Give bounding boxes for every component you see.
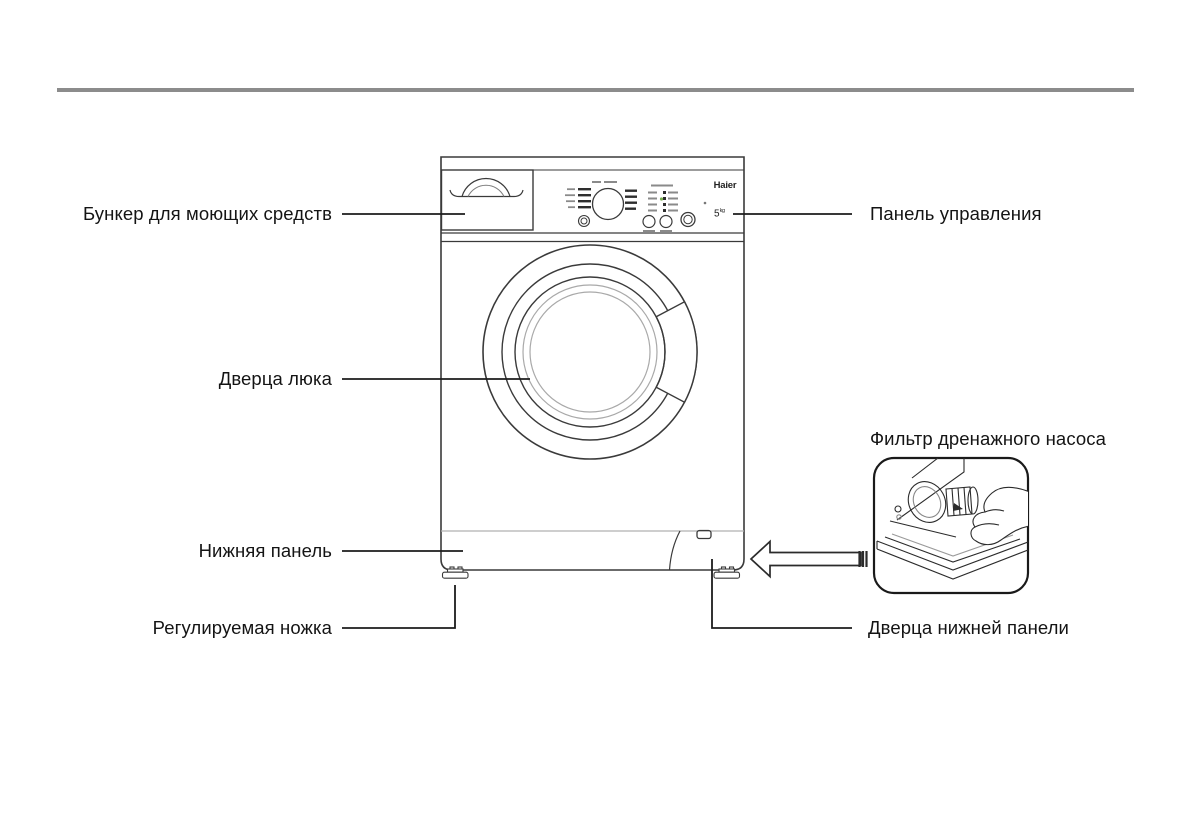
drawer-handle-bowl-inner xyxy=(467,184,505,197)
dial-marks xyxy=(578,188,637,210)
callout-detergent-drawer: Бункер для моющих средств xyxy=(82,203,332,224)
inset-machine-corner xyxy=(896,458,965,521)
arrow-tail-hatch xyxy=(858,551,868,567)
drawer-handle xyxy=(449,189,524,198)
arrow-left-icon xyxy=(749,539,868,579)
callout-control-panel: Панель управления xyxy=(870,203,1042,224)
callout-bottom-panel: Нижняя панель xyxy=(198,540,332,561)
program-dial xyxy=(565,181,637,221)
inset-illustration xyxy=(876,458,1028,580)
inset-screw-hole xyxy=(894,505,902,513)
panel-dot xyxy=(703,201,707,205)
led-green-dot xyxy=(659,197,664,201)
inset-machine-edge xyxy=(911,458,939,479)
inset-pump-opening xyxy=(907,481,947,523)
callout-lines xyxy=(342,213,852,629)
door-window xyxy=(482,244,698,460)
inset-pump-opening-inner xyxy=(912,486,942,518)
callout-door: Дверца люка xyxy=(218,368,332,389)
control-panel xyxy=(565,181,707,232)
detergent-drawer xyxy=(440,169,534,231)
callout-adjustable-foot: Регулируемая ножка xyxy=(152,617,332,638)
brand-logo: Haier xyxy=(713,180,737,191)
adjustable-foot-right xyxy=(713,566,741,579)
led-indicators xyxy=(648,184,678,212)
door-glass-outer xyxy=(522,284,658,420)
capacity-unit: kg xyxy=(719,208,726,214)
pump-access-door xyxy=(668,530,681,571)
machine-body xyxy=(440,156,745,571)
inset-screw-hole-2 xyxy=(896,514,902,520)
kick-panel xyxy=(441,529,744,571)
callout-line-adjustable-foot xyxy=(342,585,456,629)
page-divider xyxy=(57,88,1134,92)
callout-drain-pump-filter: Фильтр дренажного насоса xyxy=(870,428,1107,449)
door-glass-inner xyxy=(529,291,651,413)
washing-machine xyxy=(440,156,745,579)
inset-turn-mark xyxy=(953,503,963,511)
power-button xyxy=(680,211,696,228)
callout-bottom-panel-door: Дверца нижней панели xyxy=(868,617,1069,638)
inset-filter-cap xyxy=(945,486,979,517)
capacity-value: 5 xyxy=(714,208,720,220)
dial-micro-text xyxy=(565,181,617,209)
function-buttons xyxy=(642,214,673,232)
option-button xyxy=(577,214,591,228)
adjustable-foot-left xyxy=(441,566,469,579)
door-inner-ring xyxy=(514,276,666,428)
inset-pump-base xyxy=(889,520,957,538)
inset-hand xyxy=(970,486,1028,546)
capacity-mark: 5kg xyxy=(714,208,725,219)
pump-door-latch xyxy=(696,529,712,540)
callout-line-bottom-panel-door xyxy=(711,559,852,629)
drawer-handle-bowl xyxy=(461,177,511,197)
drain-filter-inset xyxy=(872,456,1030,595)
